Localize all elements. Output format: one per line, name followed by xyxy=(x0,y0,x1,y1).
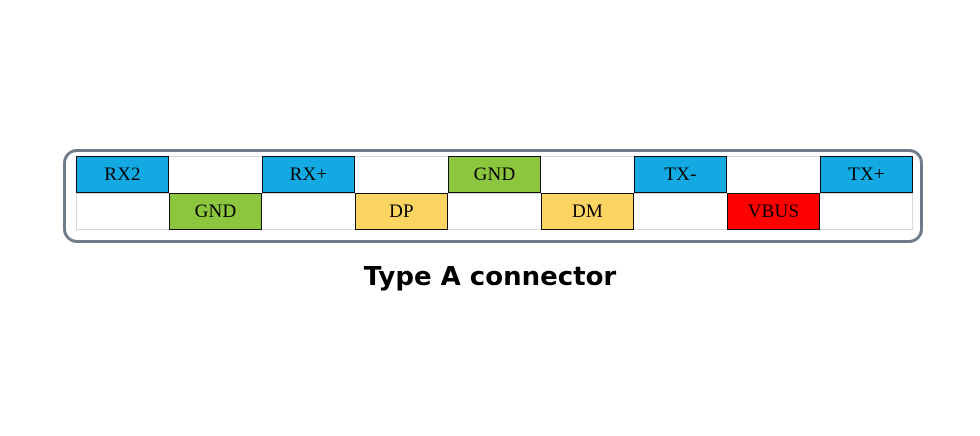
pin-cell-top-7: TX- xyxy=(634,156,727,193)
pin-pad-gnd[interactable]: GND xyxy=(169,193,262,230)
pin-pad-empty-bottom-5 xyxy=(448,193,541,230)
pin-pad-rx2[interactable]: RX2 xyxy=(76,156,169,193)
pin-cell-top-5: GND xyxy=(448,156,541,193)
pin-pad-rx-[interactable]: RX+ xyxy=(262,156,355,193)
pin-pad-tx-[interactable]: TX+ xyxy=(820,156,913,193)
pin-cell-bottom-2: GND xyxy=(169,193,262,230)
pin-pad-empty-top-8 xyxy=(727,156,820,193)
figure-caption: Type A connector xyxy=(363,262,617,292)
pin-pad-empty-bottom-1 xyxy=(76,193,169,230)
pin-pad-empty-top-6 xyxy=(541,156,634,193)
pin-pad-tx-[interactable]: TX- xyxy=(634,156,727,193)
pin-cell-top-8 xyxy=(727,156,820,193)
pin-row-top: RX2 RX+ GND TX- TX+ xyxy=(76,156,913,193)
pin-cell-bottom-3 xyxy=(262,193,355,230)
pin-pad-empty-top-4 xyxy=(355,156,448,193)
pin-pad-empty-bottom-3 xyxy=(262,193,355,230)
pin-cell-top-4 xyxy=(355,156,448,193)
pin-cell-top-1: RX2 xyxy=(76,156,169,193)
pin-cell-top-9: TX+ xyxy=(820,156,913,193)
pin-cell-bottom-4: DP xyxy=(355,193,448,230)
pin-cell-bottom-1 xyxy=(76,193,169,230)
pin-cell-top-6 xyxy=(541,156,634,193)
pin-pad-dm[interactable]: DM xyxy=(541,193,634,230)
pin-row-bottom: GND DP DM VBUS xyxy=(76,193,913,230)
pin-pad-vbus[interactable]: VBUS xyxy=(727,193,820,230)
pin-cell-bottom-9 xyxy=(820,193,913,230)
pin-pad-empty-top-2 xyxy=(169,156,262,193)
pin-pad-dp[interactable]: DP xyxy=(355,193,448,230)
pin-cell-bottom-6: DM xyxy=(541,193,634,230)
pin-cell-bottom-8: VBUS xyxy=(727,193,820,230)
pin-cell-top-3: RX+ xyxy=(262,156,355,193)
pin-pad-empty-bottom-7 xyxy=(634,193,727,230)
pin-pad-empty-bottom-9 xyxy=(820,193,913,230)
pin-cell-bottom-7 xyxy=(634,193,727,230)
pin-cell-bottom-5 xyxy=(448,193,541,230)
pin-pad-gnd[interactable]: GND xyxy=(448,156,541,193)
pin-cell-top-2 xyxy=(169,156,262,193)
